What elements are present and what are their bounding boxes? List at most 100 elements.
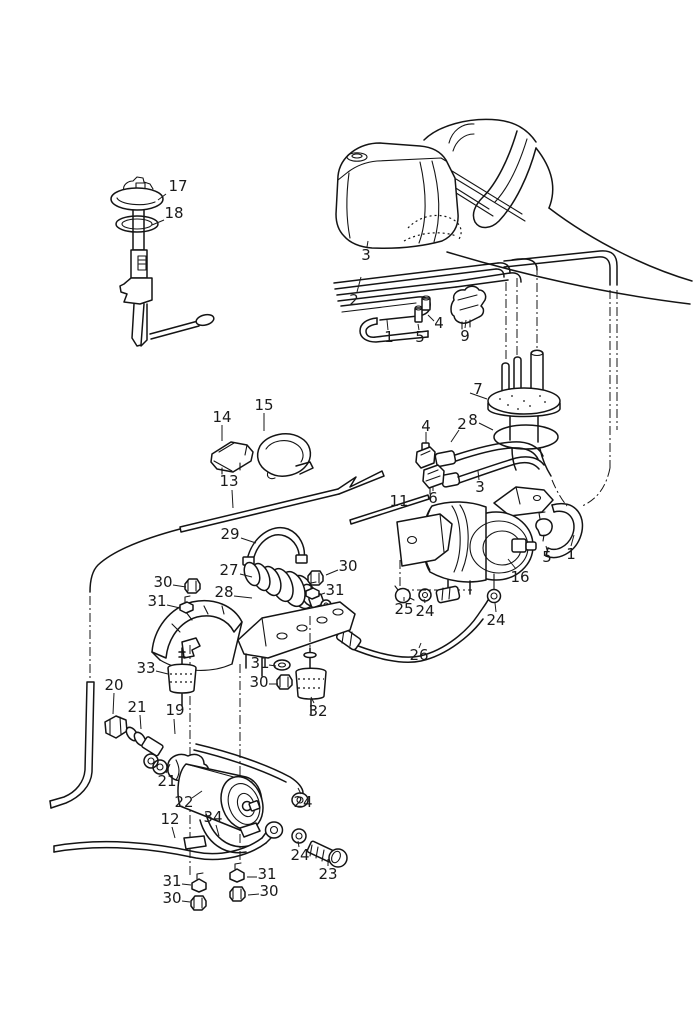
mounting-plate [182,602,355,676]
washer-31-mid [274,660,290,670]
callout-leader-7-8 [470,393,487,399]
callout-leader-24-44 [298,841,299,847]
callout-leader-12-41 [172,827,175,838]
callout-leader-2-10 [451,430,459,442]
callout-27-19: 27 [219,561,238,579]
callout-leader-31-34 [269,665,276,666]
washer-24b [488,574,501,603]
tank-lines [334,251,617,506]
callout-24-29: 24 [415,602,434,620]
sleeve-4 [422,296,430,310]
callout-23-45: 23 [318,865,337,883]
filler-flange [488,350,567,506]
pump-outlet [512,539,526,552]
callout-leader-1-4 [387,320,388,330]
callout-3-17: 3 [475,478,485,496]
callout-leader-1-27 [571,535,574,546]
fuel-pump [397,487,553,594]
callout-9-7: 9 [460,327,470,345]
fuel-tank [336,143,461,248]
callout-leader-13-14 [232,490,233,508]
callout-5-26: 5 [542,548,552,566]
callout-13-14: 13 [219,472,238,490]
banjo-bolt-21 [105,716,164,756]
callout-21-38: 21 [127,698,146,716]
seal-washers-21 [144,754,167,774]
callout-leader-24-30 [495,603,496,612]
callout-7-8: 7 [473,380,483,398]
fuel-line-26 [348,600,488,662]
callout-30-35: 30 [249,673,268,691]
callout-17-0: 17 [168,177,187,195]
mount-32 [296,648,326,714]
fuel-damper-27 [241,560,331,611]
clamp-4b [416,443,435,468]
callout-leader-20-37 [113,693,114,714]
callout-24-44: 24 [290,846,309,864]
callout-29-18: 29 [220,525,239,543]
sender-flange [111,188,163,210]
clip-31-bottom-left [192,873,206,892]
hose-20 [50,682,94,808]
nut-30-bottom-left [191,896,206,910]
clamp-6 [423,465,444,494]
callout-leader-4-6 [428,315,434,321]
hose-3 [441,457,544,488]
callout-31-48: 31 [257,865,276,883]
callout-16-25: 16 [510,568,529,586]
callout-leader-27-19 [240,574,252,577]
callout-leader-17-0 [158,194,166,200]
callout-leader-24-43 [298,788,301,794]
callout-24-30: 24 [486,611,505,629]
callout-32-36: 32 [308,702,327,720]
clamp-15 [258,434,313,479]
pump-hose-1 [546,504,582,558]
callout-leader-16-25 [508,559,516,569]
bolt-5 [415,306,422,322]
callout-26-31: 26 [409,646,428,664]
washer-24a [419,589,431,601]
callout-leader-31-24 [319,593,325,595]
callout-34-42: 34 [203,808,222,826]
clamp-25 [395,586,414,603]
callout-leader-30-47 [182,901,190,902]
callout-leader-3-17 [478,471,479,480]
callout-leader-5-26 [546,546,547,550]
callout-leader-21-39 [166,764,170,773]
callout-28-20: 28 [214,583,233,601]
fuel-line-13 [90,471,384,680]
callout-leader-34-42 [216,825,219,836]
nut-30-mid [277,675,292,689]
callout-21-39: 21 [157,772,176,790]
callout-30-49: 30 [259,882,278,900]
filter-strap-34 [184,814,260,853]
hose-clamp-5 [536,512,552,541]
sender-seal-ring [116,216,158,232]
washer-24-bottom [292,829,306,843]
callout-leader-8-9 [479,423,493,430]
hose-2 [435,442,543,467]
callout-leader-2-3 [357,277,361,292]
nut-30-left [185,579,200,593]
callout-leader-5-5 [418,324,419,330]
callout-24-43: 24 [293,793,312,811]
callout-leader-24-29 [424,599,425,603]
callout-19-33: 19 [165,701,184,719]
callout-leader-32-36 [311,697,314,703]
callout-18-1: 18 [164,204,183,222]
callout-leader-22-40 [192,791,202,798]
callout-4-6: 4 [434,314,444,332]
callout-11-15: 11 [389,492,408,510]
callout-leader-26-31 [419,643,421,648]
callout-leader-30-23 [326,570,338,575]
callout-leader-30-49 [248,894,259,895]
float [195,313,215,327]
callout-6-16: 6 [428,489,438,507]
banjo-bolt-23 [307,841,347,867]
nut-30-bottom-right [230,887,245,901]
callout-31-22: 31 [147,592,166,610]
callout-4-11: 4 [421,417,431,435]
callout-33-32: 33 [136,659,155,677]
